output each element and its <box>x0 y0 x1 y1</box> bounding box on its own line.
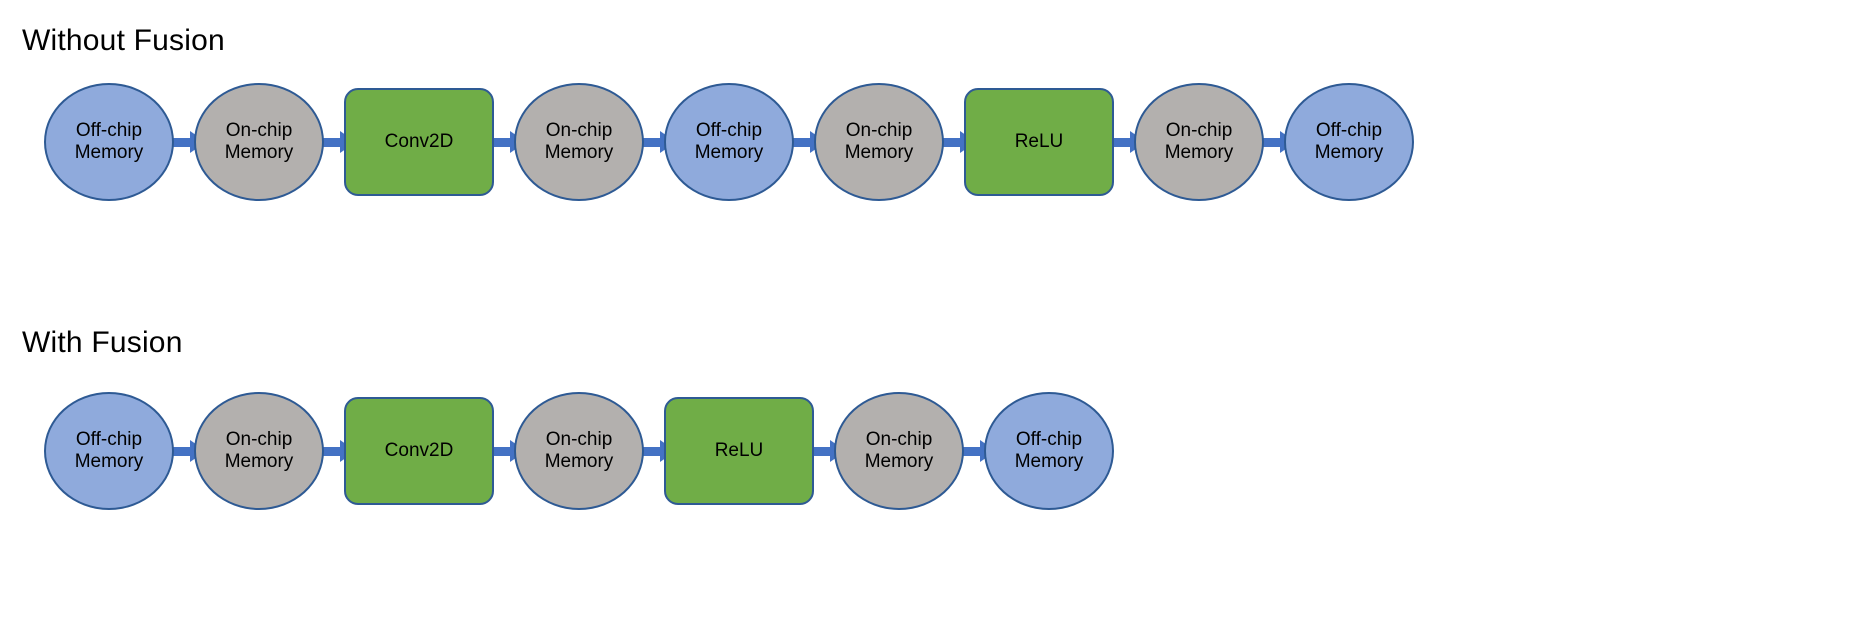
node-label: On-chip Memory <box>544 119 614 163</box>
memory-node-onchip: On-chip Memory <box>814 83 944 201</box>
node-label: On-chip Memory <box>864 428 934 472</box>
memory-node-onchip: On-chip Memory <box>194 83 324 201</box>
node-label: Off-chip Memory <box>74 428 144 472</box>
memory-node-onchip: On-chip Memory <box>514 392 644 510</box>
node-label: On-chip Memory <box>1164 119 1234 163</box>
op-node-relu: ReLU <box>964 88 1114 196</box>
arrow-shaft <box>162 137 190 147</box>
arrow-shaft <box>1252 137 1280 147</box>
node-label: Off-chip Memory <box>694 119 764 163</box>
node-label: Off-chip Memory <box>74 119 144 163</box>
arrow-shaft <box>1102 137 1130 147</box>
op-node-conv2d: Conv2D <box>344 88 494 196</box>
arrow-shaft <box>632 137 660 147</box>
memory-node-onchip: On-chip Memory <box>834 392 964 510</box>
arrow-shaft <box>482 137 510 147</box>
arrow-shaft <box>312 137 340 147</box>
node-label: Off-chip Memory <box>1314 119 1384 163</box>
memory-node-offchip: Off-chip Memory <box>1284 83 1414 201</box>
arrow-shaft <box>162 446 190 456</box>
arrow-shaft <box>952 446 980 456</box>
op-node-conv2d: Conv2D <box>344 397 494 505</box>
arrow-shaft <box>932 137 960 147</box>
memory-node-onchip: On-chip Memory <box>1134 83 1264 201</box>
node-label: Conv2D <box>384 439 454 461</box>
node-label: On-chip Memory <box>544 428 614 472</box>
node-label: ReLU <box>1014 130 1064 152</box>
node-label: On-chip Memory <box>224 119 294 163</box>
pipeline-row-with-fusion: Off-chip Memory On-chip Memory Conv2D On-ch… <box>44 392 1114 510</box>
memory-node-onchip: On-chip Memory <box>514 83 644 201</box>
node-label: On-chip Memory <box>224 428 294 472</box>
memory-node-offchip: Off-chip Memory <box>44 83 174 201</box>
op-node-relu: ReLU <box>664 397 814 505</box>
arrow-shaft <box>802 446 830 456</box>
node-label: ReLU <box>714 439 764 461</box>
memory-node-offchip: Off-chip Memory <box>984 392 1114 510</box>
node-label: Off-chip Memory <box>1014 428 1084 472</box>
section-title-with-fusion: With Fusion <box>22 326 183 359</box>
memory-node-offchip: Off-chip Memory <box>664 83 794 201</box>
section-title-without-fusion: Without Fusion <box>22 24 225 57</box>
node-label: Conv2D <box>384 130 454 152</box>
node-label: On-chip Memory <box>844 119 914 163</box>
arrow-shaft <box>482 446 510 456</box>
arrow-shaft <box>782 137 810 147</box>
memory-node-onchip: On-chip Memory <box>194 392 324 510</box>
pipeline-row-without-fusion: Off-chip Memory On-chip Memory Conv2D On-ch… <box>44 83 1414 201</box>
arrow-shaft <box>312 446 340 456</box>
arrow-shaft <box>632 446 660 456</box>
memory-node-offchip: Off-chip Memory <box>44 392 174 510</box>
